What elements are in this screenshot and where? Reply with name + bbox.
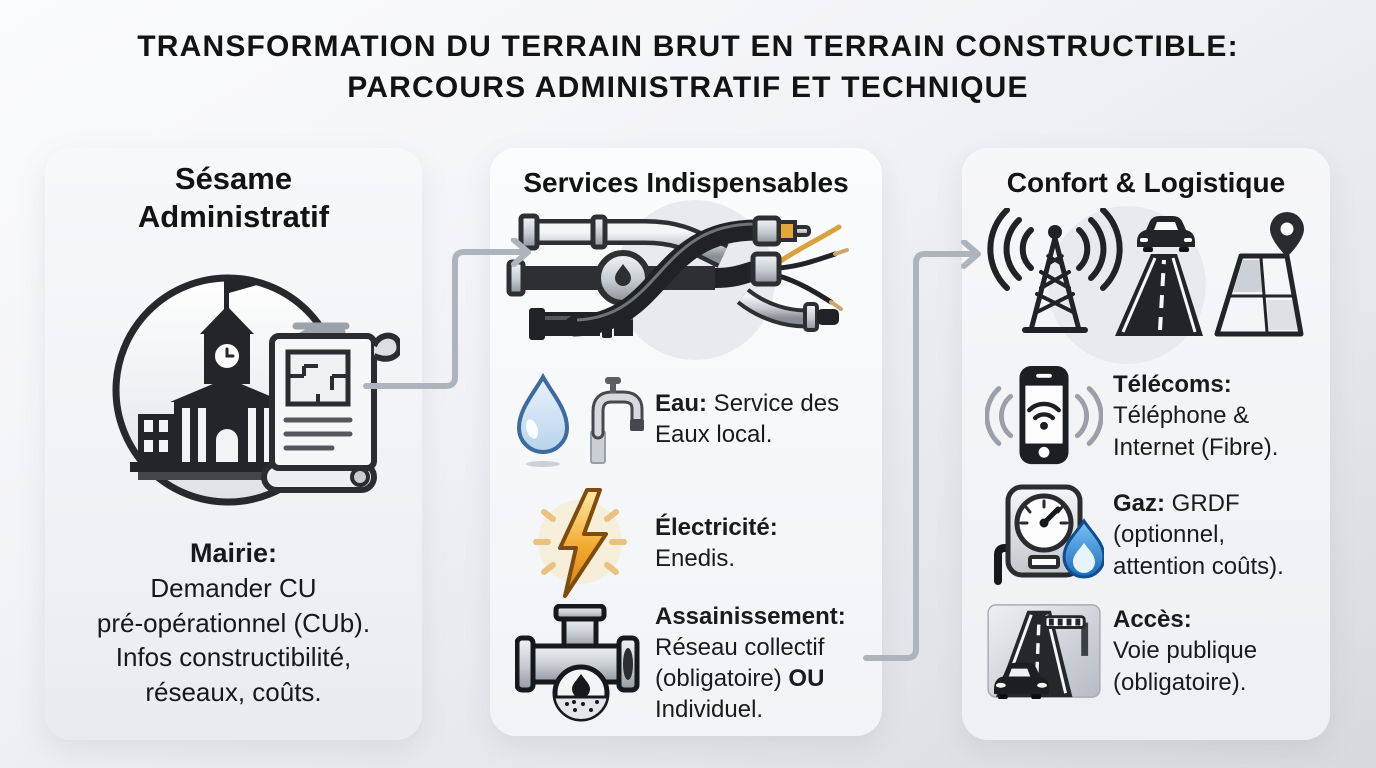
- town-hall-scroll-illustration: [112, 274, 400, 506]
- permit-scroll-icon: [261, 332, 400, 493]
- smartphone-wifi-icon: [975, 365, 1113, 468]
- services-column-header: Services Indispensables: [523, 167, 849, 198]
- row-assainissement: Assainissement: Réseau collectif (obliga…: [505, 597, 875, 729]
- admin-note: Mairie: Demander CU pré-opérationnel (CU…: [45, 538, 422, 709]
- gaz-text: Gaz: GRDF (optionnel, attention coûts).: [1113, 490, 1284, 580]
- lightning-bolt-icon: [505, 486, 655, 601]
- row-electricite: Électricité: Enedis.: [505, 487, 875, 599]
- arrow-services-to-comfort: [863, 240, 981, 661]
- assainissement-text: Assainissement: Réseau collectif (obliga…: [655, 602, 846, 724]
- electricite-text: Électricité: Enedis.: [655, 513, 778, 572]
- sewer-tee-pipe-icon: [505, 604, 655, 722]
- admin-column-header: Sésame Administratif: [137, 161, 330, 234]
- acces-text: Accès: Voie publique (obligatoire).: [1113, 606, 1258, 696]
- car-front-icon: [994, 662, 1049, 700]
- row-telecoms: Télécoms: Téléphone & Internet (Fibre).: [975, 362, 1325, 470]
- admin-note-body: Demander CU pré-opérationnel (CUb). Info…: [96, 573, 371, 707]
- telecoms-text: Télécoms: Téléphone & Internet (Fibre).: [1113, 371, 1279, 461]
- arrow-admin-to-services: [363, 238, 531, 389]
- eau-text: Eau: Service des Eaux local.: [655, 389, 840, 448]
- radio-tower-icon: [987, 208, 1123, 333]
- admin-note-label: Mairie:: [189, 538, 278, 568]
- row-acces: Accès: Voie publique (obligatoire).: [975, 600, 1325, 702]
- antenna-road-map-illustration: [987, 208, 1304, 337]
- map-pin-icon: [1214, 212, 1304, 337]
- page-title: TRANSFORMATION DU TERRAIN BRUT EN TERRAI…: [137, 30, 1239, 105]
- road-icon: [1115, 216, 1203, 336]
- water-drop-and-faucet-icon: [505, 369, 655, 469]
- row-gaz: Gaz: GRDF (optionnel, attention coûts).: [975, 482, 1325, 588]
- road-barrier-icon: [975, 601, 1113, 701]
- pipes-cables-illustration: [506, 213, 849, 340]
- gas-meter-flame-icon: [975, 481, 1113, 589]
- car-icon: [1137, 216, 1195, 252]
- row-eau: Eau: Service des Eaux local.: [505, 365, 875, 473]
- comfort-column-header: Confort & Logistique: [1006, 167, 1286, 198]
